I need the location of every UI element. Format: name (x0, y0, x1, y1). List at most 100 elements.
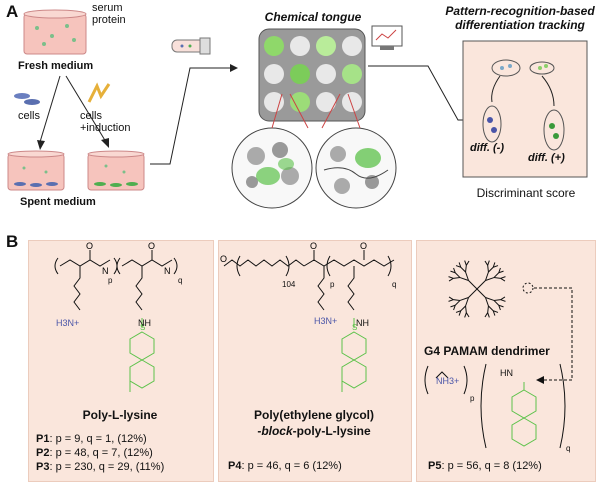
chemical-tongue-title: Chemical tongue (264, 10, 362, 24)
well (264, 36, 284, 56)
dendrimer-branch (454, 300, 461, 306)
well (342, 92, 362, 112)
dendrimer-branch (493, 265, 499, 268)
pll-q-sub: q (178, 276, 183, 285)
peg-pll-name-line2: -block-poly-L-lysine (257, 424, 371, 438)
spent-medium-beaker-2 (87, 150, 145, 191)
dendrimer-branch (465, 297, 469, 307)
dendrimer-branch (500, 296, 506, 301)
dendrimer-branch (493, 300, 500, 306)
dendrimer-branch (465, 265, 467, 273)
well (264, 64, 284, 84)
dendrimer-branch (492, 310, 496, 316)
well (342, 64, 362, 84)
magnified-well-2 (315, 127, 397, 209)
dendrimer-branch (465, 260, 470, 266)
dendrimer-branch (487, 312, 490, 318)
peg-pll-name-line1: Poly(ethylene glycol) (253, 408, 375, 422)
pll-params: P1: p = 9, q = 1, (12%) P2: p = 48, q = … (36, 432, 164, 474)
dendrimer-branch (455, 310, 461, 313)
score-plot (462, 40, 588, 178)
pll-panel (28, 240, 214, 482)
discriminant-label: Discriminant score (476, 186, 576, 200)
dendrimer-branch (465, 271, 469, 281)
dendrimer-branch (459, 277, 469, 281)
svg-text:S: S (352, 323, 357, 332)
dendrimer-branch (448, 299, 454, 302)
peg-nh-label: NH (356, 318, 369, 328)
svg-text:N: N (102, 266, 109, 276)
flow-arrow-to-tongue (150, 64, 238, 165)
pamam-nh3-label: NH3+ (436, 376, 460, 386)
well (290, 36, 310, 56)
spent-medium-label: Spent medium (20, 196, 96, 208)
dendrimer-branch (487, 260, 490, 266)
dendrimer-branch (493, 272, 500, 278)
dendrimer-branch (484, 312, 489, 318)
dendrimer-branch (498, 270, 504, 274)
svg-text:O: O (86, 241, 93, 251)
svg-text:O: O (310, 241, 317, 251)
dendrimer-branch (487, 305, 489, 313)
dendrimer-branch (464, 260, 467, 266)
dendrimer-branch (453, 305, 456, 311)
pattern-title: Pattern-recognition-based differentiatio… (445, 4, 595, 32)
dendrimer-branch (485, 297, 489, 307)
dendrimer-branch (458, 262, 462, 268)
dendrimer-branch (448, 276, 454, 279)
serum-protein-label: serum protein (92, 2, 126, 26)
dendrimer-branch (498, 267, 501, 273)
dendrimer-branch (485, 297, 495, 301)
dendrimer-branch (500, 299, 506, 302)
cells-icon (14, 93, 40, 105)
panel-b-letter: B (6, 232, 19, 251)
pamam-name: G4 PAMAM dendrimer (424, 344, 550, 358)
pll-p-sub: p (108, 276, 113, 285)
pamam-param-p5: P5: p = 56, q = 8 (12%) (428, 460, 542, 472)
pamam-dendrimer-icon (448, 260, 506, 318)
spent-medium-beaker-1 (7, 150, 65, 191)
dendrimer-branch (488, 305, 494, 312)
dendrimer-branch (450, 270, 456, 274)
fresh-medium-label: Fresh medium (18, 60, 94, 72)
dendrimer-branch (465, 305, 467, 313)
peg-pll-structure: O O O S (220, 241, 395, 392)
dendrimer-branch (500, 277, 506, 282)
dendrimer-branch (448, 277, 454, 282)
pll-param-p2: P2: p = 48, q = 7, (12%) (36, 447, 153, 459)
dendrimer-branch (492, 262, 496, 268)
svg-text:N: N (164, 266, 171, 276)
peg-pll-panel (218, 240, 412, 482)
svg-text:O: O (148, 241, 155, 251)
magnified-well-1 (231, 127, 313, 209)
dendrimer-branch (450, 304, 456, 308)
dendrimer-branch (485, 271, 489, 281)
peg-q-sub: q (392, 280, 397, 289)
well (316, 64, 336, 84)
pamam-q-sub: q (566, 444, 571, 453)
pamam-hn-label: HN (500, 368, 513, 378)
dendrimer-branch (459, 297, 469, 301)
cells-label: cells (18, 110, 41, 122)
dendrimer-branch (485, 277, 495, 281)
split-arrows (37, 75, 109, 150)
dendrimer-branch (476, 280, 486, 290)
peg-p-sub: p (330, 280, 335, 289)
fresh-medium-beaker (23, 9, 87, 55)
well (342, 36, 362, 56)
well (264, 92, 284, 112)
dendrimer-branch (493, 310, 499, 313)
zoom-lines (271, 93, 361, 129)
dendrimer-branch (465, 312, 470, 318)
cells-induction-label: cells +induction (80, 110, 131, 134)
pll-param-p3: P3: p = 230, q = 29, (11%) (36, 461, 165, 473)
svg-text:O: O (220, 254, 227, 264)
dendrimer-branch (493, 299, 501, 301)
dendrimer-branch (493, 277, 501, 279)
well (290, 92, 310, 112)
dendrimer-branch (498, 304, 504, 308)
dendrimer-branch (468, 288, 478, 298)
dendrimer-branch (500, 276, 506, 279)
dendrimer-branch (484, 260, 489, 266)
diff-pos-label: diff. (+) (528, 152, 565, 164)
